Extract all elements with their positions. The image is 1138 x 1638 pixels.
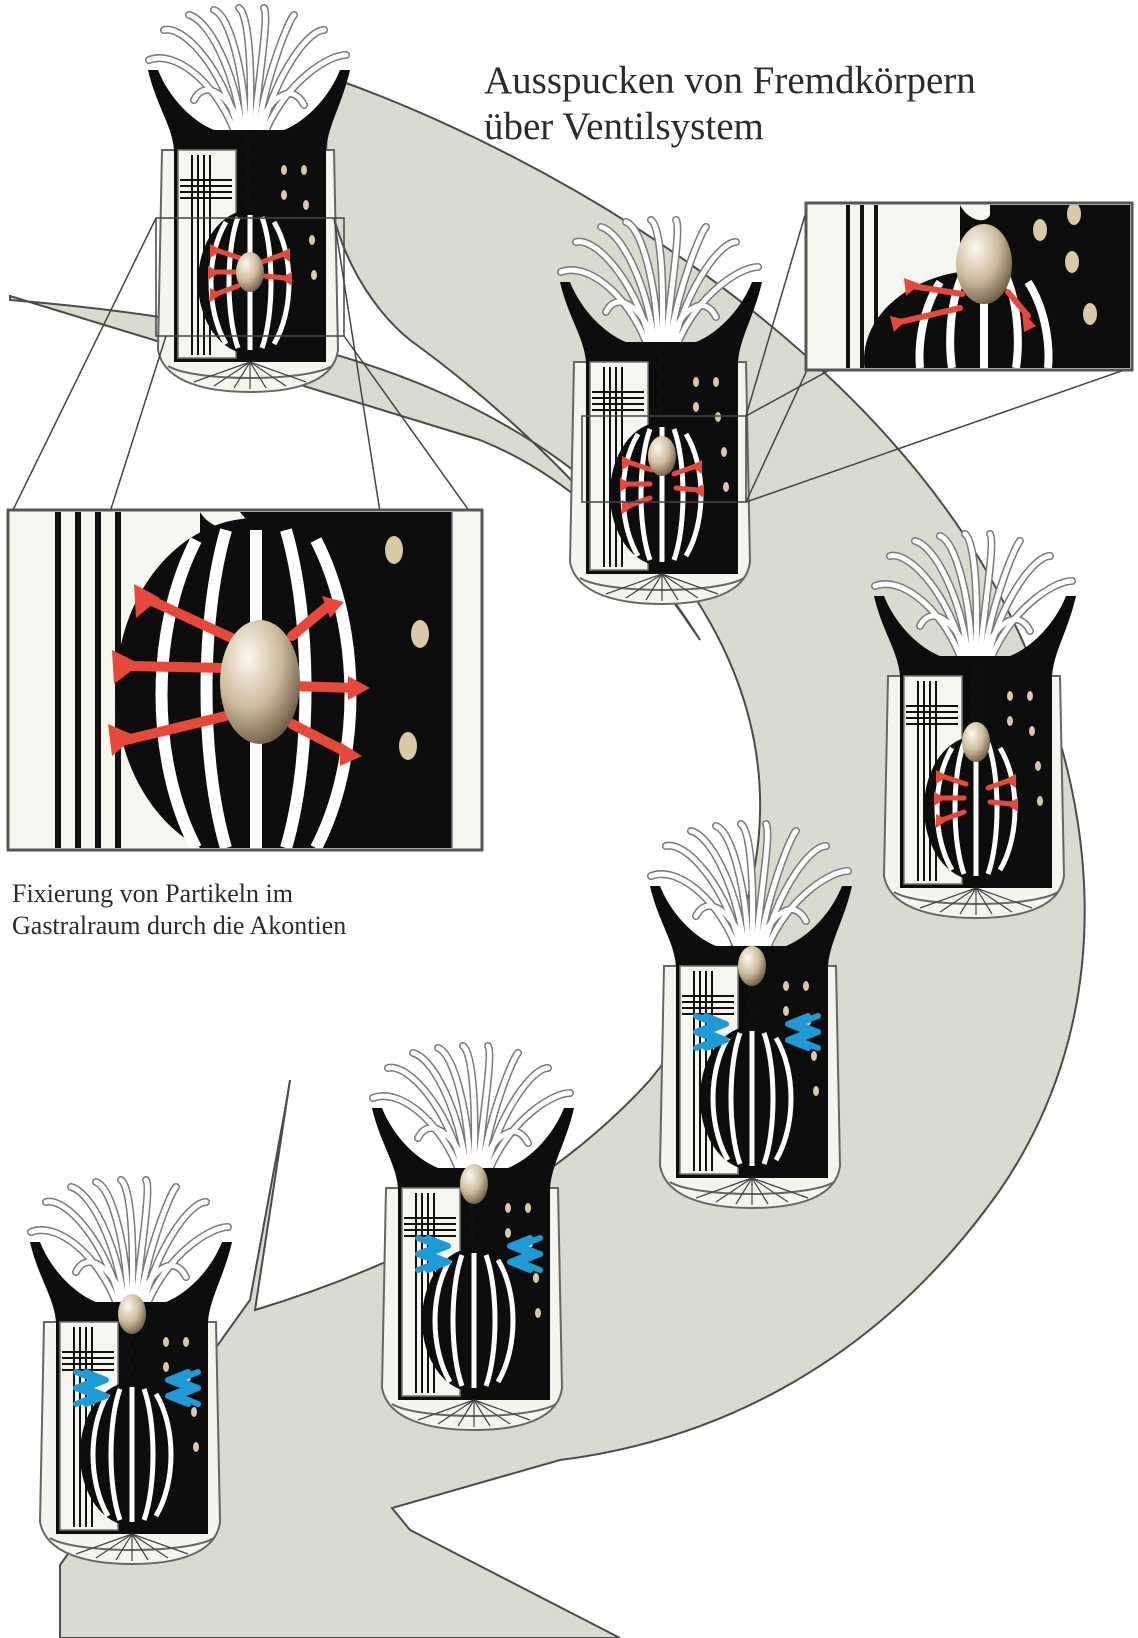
title-line-1: Ausspucken von Fremdkörpern — [484, 58, 976, 104]
caption-line-2: Gastralraum durch die Akontien — [12, 910, 346, 942]
inset-caption: Fixierung von Partikeln im Gastralraum d… — [12, 878, 346, 942]
polyp-1 — [148, 8, 350, 392]
diagram-title: Ausspucken von Fremdkörpern über Ventils… — [484, 58, 976, 150]
zoom-inset-left — [8, 510, 482, 862]
title-line-2: über Ventilsystem — [484, 104, 976, 150]
polyp-2 — [560, 220, 762, 604]
polyp-4 — [650, 824, 852, 1208]
polyp-6 — [30, 1180, 232, 1564]
caption-line-1: Fixierung von Partikeln im — [12, 878, 346, 910]
polyp-5 — [372, 1046, 574, 1430]
polyp-3 — [874, 534, 1076, 918]
